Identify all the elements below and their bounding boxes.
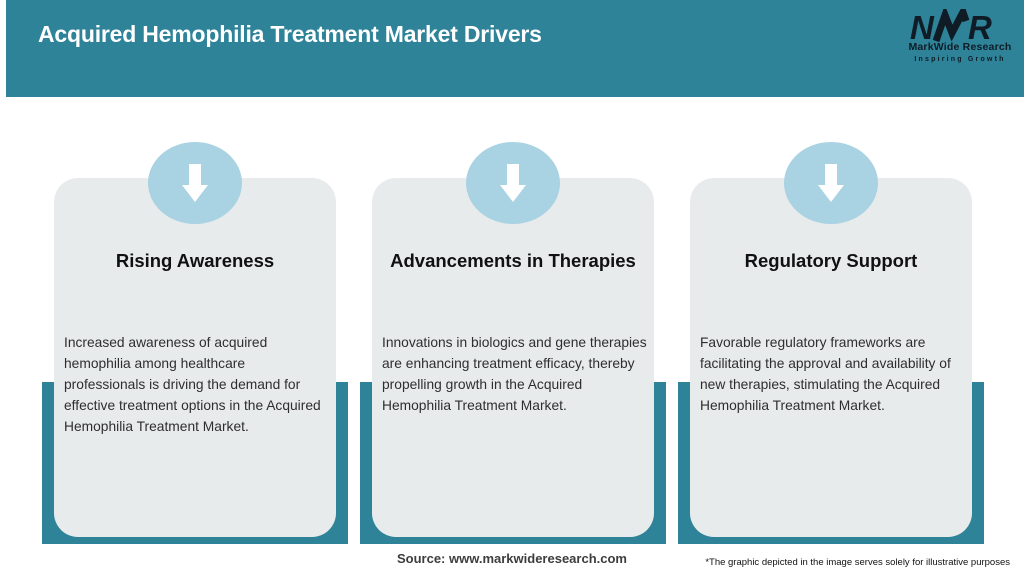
arrow-badge — [148, 142, 242, 224]
arrow-badge — [466, 142, 560, 224]
card-body: Favorable regulatory frameworks are faci… — [700, 335, 951, 413]
driver-card-advancements-in-therapies: Advancements in Therapies Innovations in… — [372, 178, 654, 537]
card-title: Advancements in Therapies — [390, 250, 636, 271]
down-arrow-icon — [182, 164, 208, 202]
logo-company-name: MarkWide Research — [908, 41, 1012, 53]
down-arrow-icon — [818, 164, 844, 202]
markwide-research-logo: N R MarkWide Research Inspiring Growth — [904, 9, 1016, 63]
header-bar: Acquired Hemophilia Treatment Market Dri… — [6, 0, 1024, 97]
logo-zigzag-icon — [932, 9, 970, 43]
logo-letter-n: N — [910, 9, 935, 45]
driver-card-regulatory-support: Regulatory Support Favorable regulatory … — [690, 178, 972, 537]
driver-column-1: Rising Awareness Increased awareness of … — [42, 0, 348, 576]
arrow-badge — [784, 142, 878, 224]
card-body: Increased awareness of acquired hemophil… — [64, 335, 321, 434]
logo-letter-r: R — [968, 9, 992, 45]
disclaimer-text: *The graphic depicted in the image serve… — [705, 557, 1010, 568]
logo-tagline: Inspiring Growth — [914, 55, 1006, 63]
card-body: Innovations in biologics and gene therap… — [382, 335, 647, 413]
driver-card-rising-awareness: Rising Awareness Increased awareness of … — [54, 178, 336, 537]
page-title: Acquired Hemophilia Treatment Market Dri… — [38, 21, 542, 47]
driver-column-2: Advancements in Therapies Innovations in… — [360, 0, 666, 576]
mwr-logo-mark: N R — [910, 9, 992, 45]
down-arrow-icon — [500, 164, 526, 202]
card-title: Rising Awareness — [115, 250, 275, 271]
source-text: Source: www.markwideresearch.com — [396, 551, 627, 566]
driver-column-3: Regulatory Support Favorable regulatory … — [678, 0, 984, 576]
card-title: Regulatory Support — [744, 250, 918, 271]
